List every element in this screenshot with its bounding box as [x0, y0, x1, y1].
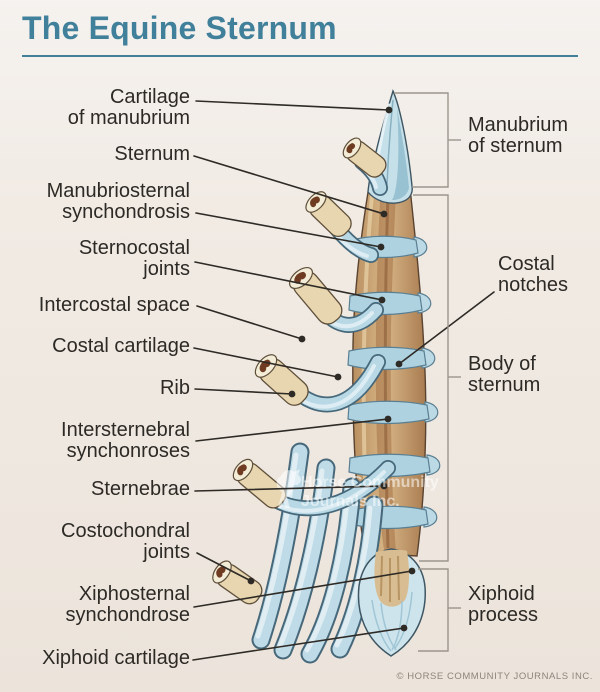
label-intercostal-space: Intercostal space [39, 295, 190, 316]
label-cartilage-of-manubrium: Cartilage of manubrium [68, 87, 190, 129]
watermark-line: Journals Inc. [301, 493, 400, 510]
label-text-line: Xiphosternal [78, 583, 190, 605]
leader-dots [247, 106, 416, 632]
label-text-line: Intercostal space [38, 294, 190, 316]
label-text-line: synchondrosis [62, 201, 190, 223]
label-body-of-sternum: Body of sternum [468, 354, 540, 396]
label-xiphosternal-synchondrose: Xiphosternal synchondrose [65, 584, 190, 626]
watermark-line: Horse Community [301, 474, 439, 491]
label-text-line: Costal [498, 253, 555, 275]
label-sternum: Sternum [114, 144, 190, 165]
label-text-line: synchondrose [65, 604, 190, 626]
label-text-line: of sternum [468, 135, 563, 157]
copyright-notice: © HORSE COMMUNITY JOURNALS INC. [396, 671, 593, 682]
label-text-line: process [468, 604, 539, 626]
label-costal-notches: Costal notches [498, 254, 568, 296]
region-brackets [394, 92, 461, 652]
xiphoid-process-shape [357, 548, 426, 657]
label-manubriosternal-synchondrosis: Manubriosternal synchondrosis [47, 181, 190, 223]
label-text-line: Sternebrae [91, 478, 190, 500]
page-title: The Equine Sternum [22, 10, 337, 46]
label-text-line: Sternum [114, 143, 190, 165]
label-text-line: Intersternebral [61, 419, 190, 441]
label-text-line: Rib [159, 377, 190, 399]
label-xiphoid-process: Xiphoid process [468, 584, 538, 626]
label-text-line: sternum [468, 374, 541, 396]
label-rib: Rib [160, 378, 190, 399]
label-text-line: Xiphoid [468, 583, 535, 605]
label-text-line: Sternocostal [78, 237, 190, 259]
label-text-line: Xiphoid cartilage [42, 647, 190, 669]
label-intersternebral-synchonroses: Intersternebral synchonroses [61, 420, 190, 462]
label-text-line: synchonroses [66, 440, 190, 462]
label-text-line: joints [143, 541, 190, 563]
label-text-line: Costochondral [61, 520, 190, 542]
label-text-line: joints [143, 258, 190, 280]
label-text-line: Cartilage [109, 86, 190, 108]
leader-lines [192, 100, 495, 661]
label-manubrium-of-sternum: Manubrium of sternum [468, 115, 568, 157]
label-text-line: of manubrium [67, 107, 190, 129]
label-text-line: Costal cartilage [52, 335, 190, 357]
label-text-line: notches [498, 274, 569, 296]
watermark: Horse Community Journals Inc. [301, 473, 439, 511]
label-text-line: Manubriosternal [46, 180, 190, 202]
label-sternocostal-joints: Sternocostal joints [79, 238, 190, 280]
label-sternebrae: Sternebrae [91, 479, 190, 500]
label-xiphoid-cartilage: Xiphoid cartilage [42, 648, 190, 669]
label-costochondral-joints: Costochondral joints [61, 521, 190, 563]
label-text-line: Body of [468, 353, 536, 375]
label-costal-cartilage: Costal cartilage [52, 336, 190, 357]
title-underline [22, 55, 578, 57]
label-text-line: Manubrium [468, 114, 569, 136]
